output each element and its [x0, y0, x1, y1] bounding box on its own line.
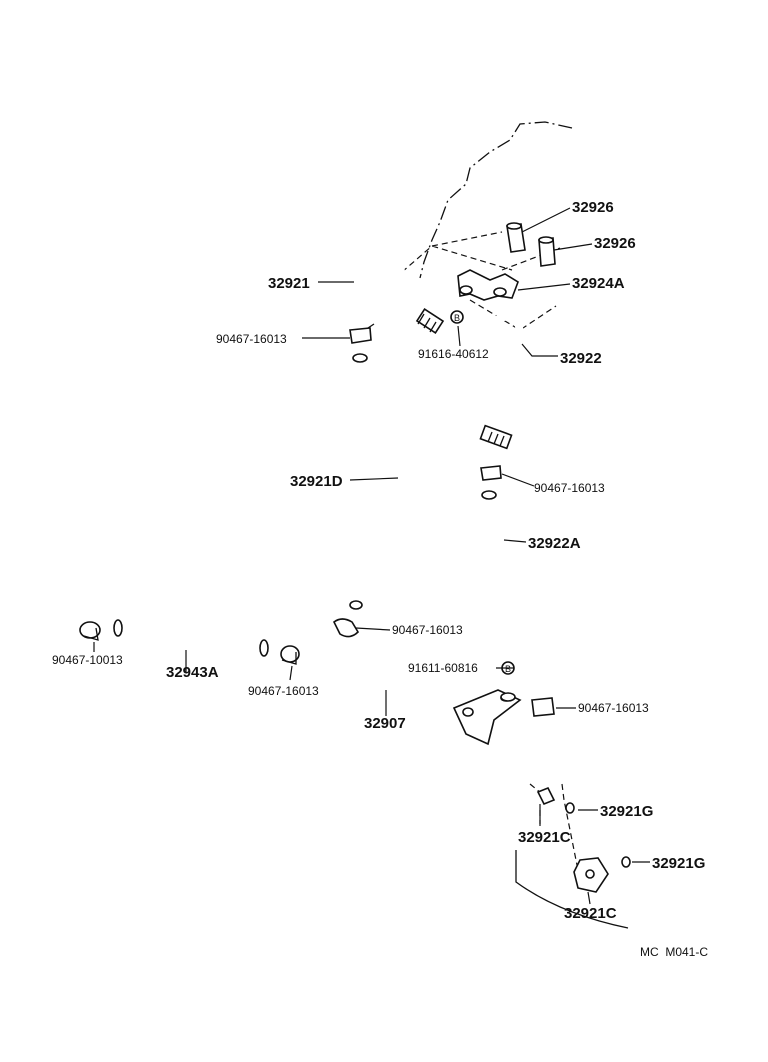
clamp-90467-16013-low — [531, 697, 555, 717]
label-32921: 32921 — [268, 275, 310, 292]
label-32921c-a: 32921C — [518, 829, 571, 846]
label-90467-10013: 90467-10013 — [52, 653, 123, 667]
label-32926-b: 32926 — [594, 235, 636, 252]
label-90467-16013-right: 90467-16013 — [534, 481, 605, 495]
bottom-frame-line — [515, 850, 629, 929]
label-32907: 32907 — [364, 715, 406, 732]
sleeve-32926-a — [506, 222, 526, 253]
fitting-32921c-a — [536, 786, 556, 806]
fitting-32921c-b — [573, 857, 609, 893]
hose-32943a — [111, 619, 269, 657]
label-32921c-b: 32921C — [564, 905, 617, 922]
label-32922a: 32922A — [528, 535, 581, 552]
label-90467-16013-mid: 90467-16013 — [392, 623, 463, 637]
label-32943a: 32943A — [166, 664, 219, 681]
clamp-90467-16013-top — [349, 323, 375, 344]
hose-32921d — [349, 353, 412, 610]
oring-32921g-b — [621, 856, 631, 868]
bolt-91616-40612: B — [450, 310, 464, 324]
alignment-lines-upper — [401, 231, 561, 331]
hose-32921 — [354, 248, 445, 334]
label-32921g-a: 32921G — [600, 803, 653, 820]
leader-lines — [93, 207, 650, 905]
label-32922: 32922 — [560, 350, 602, 367]
label-91616-40612: 91616-40612 — [418, 347, 489, 361]
pipe-32907 — [312, 656, 546, 765]
bolt-mark-upper: B — [454, 313, 460, 323]
footer-code: MC M041-C — [640, 945, 708, 959]
label-90467-16013-top: 90467-16013 — [216, 332, 287, 346]
clamp-90467-16013-right — [480, 465, 502, 481]
label-91611-60816: 91611-60816 — [408, 661, 478, 675]
pipe-32922 — [435, 312, 524, 450]
label-32924a: 32924A — [572, 275, 625, 292]
clamp-90467-16013-mid — [332, 618, 360, 638]
clamp-90467-10013 — [79, 621, 101, 641]
hose-32922a — [481, 490, 546, 698]
label-32926-a: 32926 — [572, 199, 614, 216]
sleeve-32926-b — [538, 236, 556, 267]
bracket-32924a — [457, 269, 519, 301]
label-90467-16013-low: 90467-16013 — [578, 701, 649, 715]
engine-outline — [419, 121, 573, 279]
clamp-90467-16013-left — [280, 645, 300, 665]
label-90467-16013-left: 90467-16013 — [248, 684, 319, 698]
label-32921g-b: 32921G — [652, 855, 705, 872]
oring-32921g-a — [565, 802, 575, 814]
bolt-mark-lower: B — [505, 664, 511, 674]
label-32921d: 32921D — [290, 473, 343, 490]
